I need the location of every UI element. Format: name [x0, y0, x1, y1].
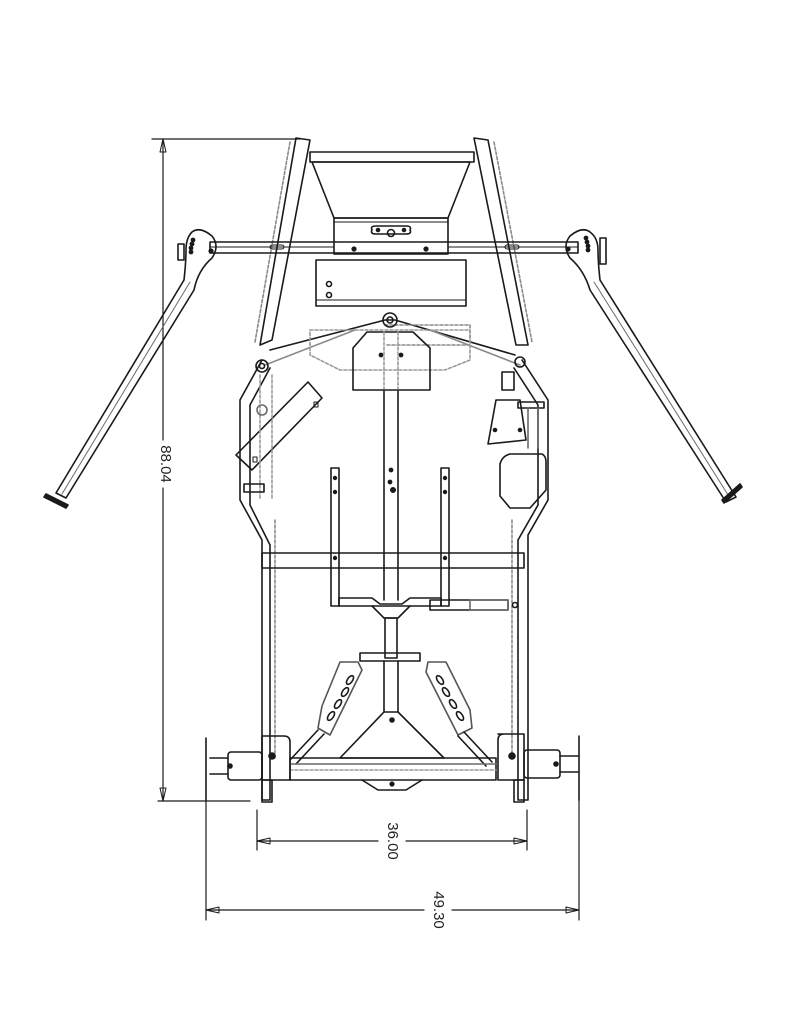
- left-arm-end-cap: [43, 493, 69, 509]
- left-foot-plate[interactable]: [289, 661, 363, 765]
- dimension-label-36-00: 36.00: [383, 820, 401, 862]
- right-rear-hub: [497, 733, 580, 803]
- right-pivot-arm[interactable]: [565, 228, 743, 504]
- latch-icon: [370, 225, 412, 235]
- arm-cross-bar: [209, 241, 579, 254]
- foot-stem: [359, 617, 421, 662]
- dimension-49-30: [205, 799, 580, 921]
- base-triangle: [289, 660, 497, 791]
- right-weight-carriage[interactable]: [487, 356, 547, 509]
- left-rear-hub: [205, 735, 291, 803]
- right-foot-plate[interactable]: [425, 661, 493, 767]
- center-rail: [383, 389, 399, 601]
- dimension-88-04: [151, 138, 301, 802]
- main-frame: [239, 137, 549, 801]
- dimension-label-49-30: 49.30: [429, 889, 447, 931]
- left-angled-pad[interactable]: [235, 359, 323, 501]
- right-arm-end-cap: [721, 483, 743, 504]
- top-hopper-box: [311, 161, 471, 307]
- left-pivot-arm[interactable]: [43, 228, 217, 509]
- seat-pad: [352, 312, 431, 391]
- dimension-36-00: [256, 809, 528, 851]
- dimension-label-88-04: 88.04: [156, 443, 174, 485]
